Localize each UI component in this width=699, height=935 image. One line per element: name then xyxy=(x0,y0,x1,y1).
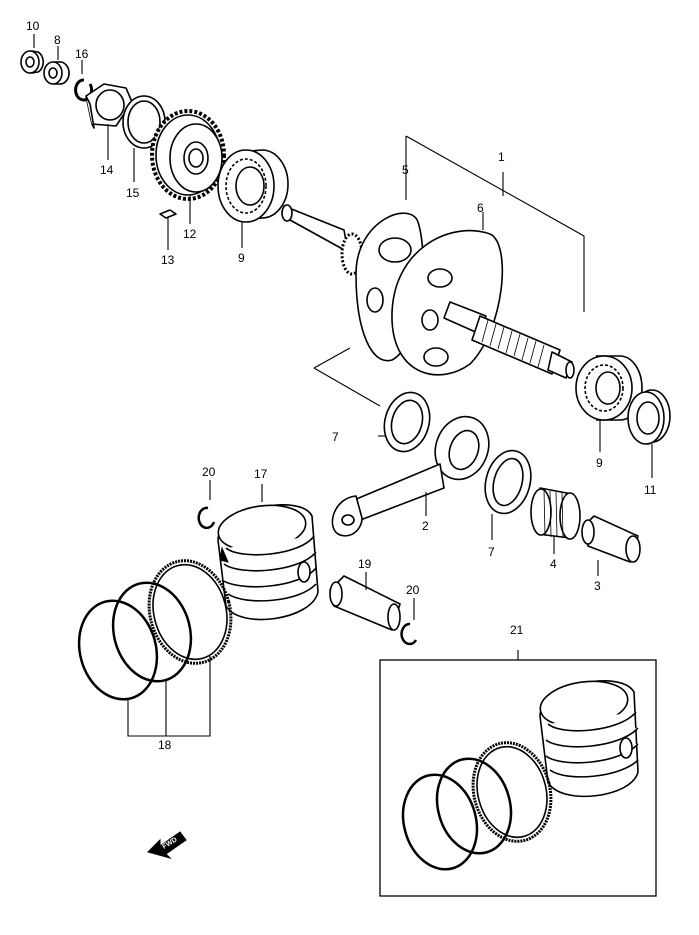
part-12-gear xyxy=(150,109,226,201)
callout-11: 11 xyxy=(644,483,657,497)
part-10-bearing xyxy=(20,50,45,74)
part-9-bearing-left xyxy=(217,149,289,223)
part-4-needle-bearing xyxy=(530,487,581,540)
callout-labels: 1 5 6 10 8 16 14 15 12 13 9 7 9 11 20 17… xyxy=(26,19,657,752)
callout-18: 18 xyxy=(158,738,172,752)
callout-10: 10 xyxy=(26,19,40,33)
callout-20-left: 20 xyxy=(202,465,216,479)
callout-12: 12 xyxy=(183,227,197,241)
callout-8: 8 xyxy=(54,33,61,47)
callout-bracket-1 xyxy=(405,135,585,312)
callout-6: 6 xyxy=(477,201,484,215)
part-7-washer-upper xyxy=(383,391,431,453)
callout-bracket-7 xyxy=(313,347,381,407)
part-3-crank-pin xyxy=(581,515,641,563)
callout-2: 2 xyxy=(422,519,429,533)
part-16-circlip xyxy=(74,78,94,102)
part-2-connecting-rod xyxy=(331,415,490,537)
part-13-key xyxy=(159,209,177,219)
part-20-clip-right xyxy=(400,622,418,646)
callout-9-left: 9 xyxy=(238,251,245,265)
leader-lines xyxy=(33,34,653,620)
callout-7-upper: 7 xyxy=(332,430,339,444)
part-17-piston xyxy=(217,504,319,621)
callout-3: 3 xyxy=(594,579,601,593)
callout-bracket-18 xyxy=(127,656,211,737)
part-18-piston-ring-set xyxy=(77,559,233,701)
part-1-crankshaft-assembly xyxy=(281,204,575,379)
part-19-piston-pin xyxy=(329,575,401,631)
part-21-piston-set xyxy=(379,650,657,897)
callout-5: 5 xyxy=(402,163,409,177)
callout-21: 21 xyxy=(510,623,524,637)
callout-4: 4 xyxy=(550,557,557,571)
callout-9-right: 9 xyxy=(596,456,603,470)
callout-19: 19 xyxy=(358,557,372,571)
part-7-washer-lower xyxy=(484,449,532,515)
fwd-arrow-icon: FWD xyxy=(147,831,187,859)
callout-7-lower: 7 xyxy=(488,545,495,559)
callout-1: 1 xyxy=(498,150,505,164)
callout-17: 17 xyxy=(254,467,268,481)
callout-16: 16 xyxy=(75,47,89,61)
callout-14: 14 xyxy=(100,163,114,177)
callout-15: 15 xyxy=(126,186,140,200)
callout-20-right: 20 xyxy=(406,583,420,597)
part-8-bearing xyxy=(43,61,70,85)
callout-13: 13 xyxy=(161,253,175,267)
part-11-oil-seal xyxy=(627,389,671,445)
part-20-clip-left xyxy=(197,506,216,530)
